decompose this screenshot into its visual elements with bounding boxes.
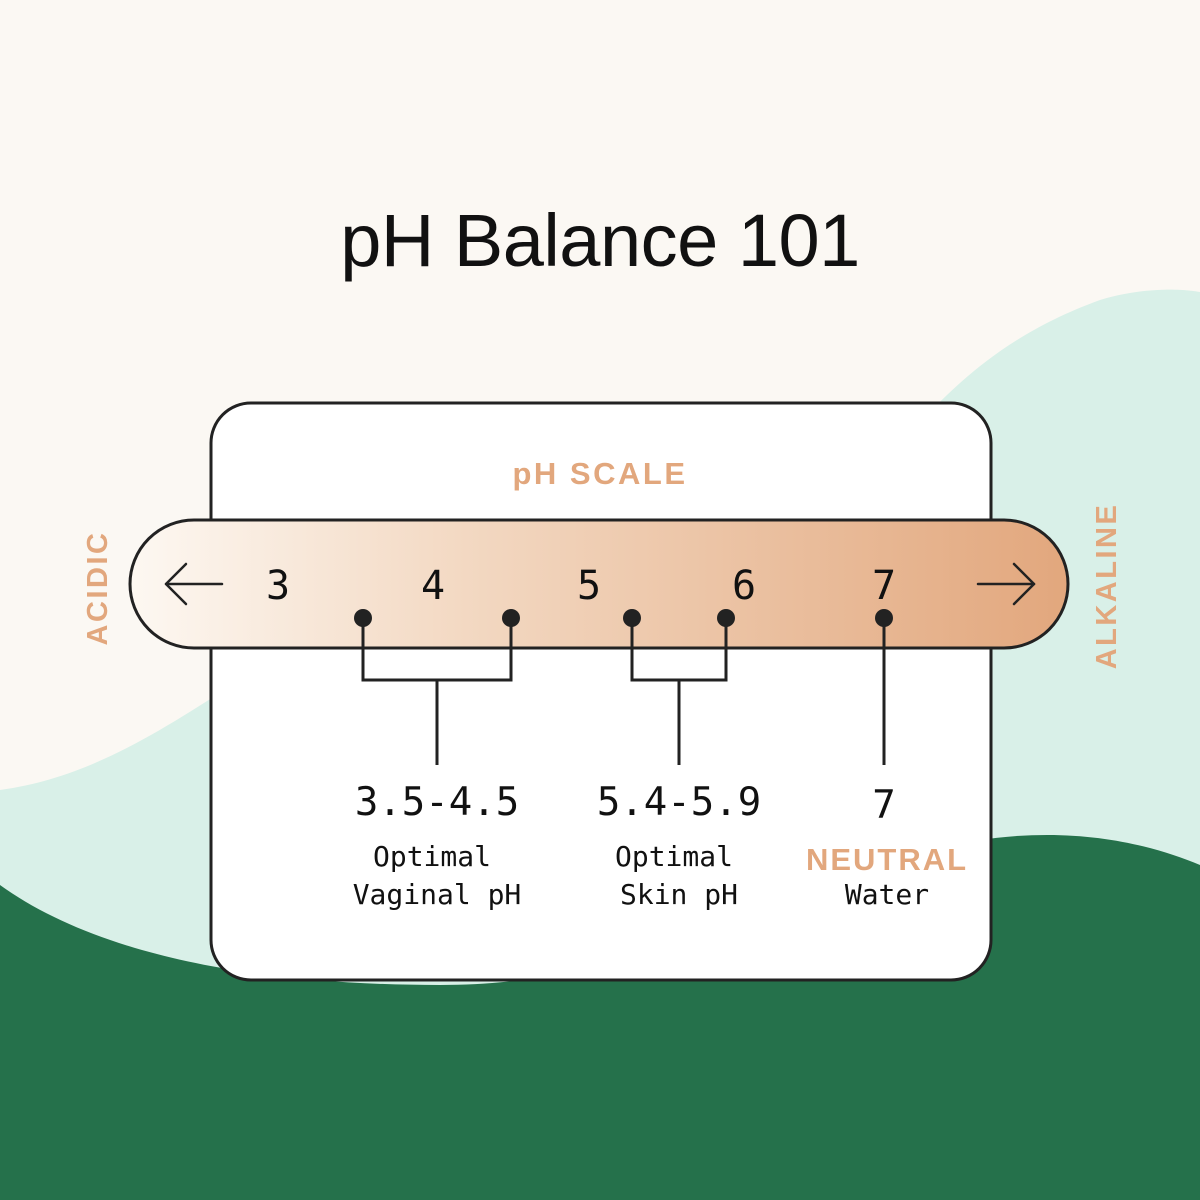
skin-ph-line1: Optimal [615, 840, 733, 873]
vaginal-ph-line1: Optimal [373, 840, 491, 873]
skin-ph-marker-low [623, 609, 641, 627]
scale-label: pH SCALE [513, 456, 688, 491]
vaginal-ph-marker-high [502, 609, 520, 627]
skin-ph-line2: Skin pH [620, 878, 738, 911]
tick-label-6: 6 [732, 563, 756, 609]
acidic-label: ACIDIC [82, 531, 114, 646]
page-title: pH Balance 101 [340, 199, 860, 282]
tick-label-7: 7 [872, 563, 896, 609]
skin-ph-value: 5.4-5.9 [597, 780, 761, 825]
arrow-right-icon [976, 562, 1036, 606]
water-label: Water [845, 878, 929, 911]
neutral-label: NEUTRAL [806, 842, 968, 877]
arrow-left-icon [164, 562, 224, 606]
neutral-value: 7 [872, 783, 895, 828]
vaginal-ph-value: 3.5-4.5 [355, 780, 519, 825]
tick-label-4: 4 [421, 563, 445, 609]
tick-label-3: 3 [266, 563, 290, 609]
skin-ph-marker-high [717, 609, 735, 627]
vaginal-ph-marker-low [354, 609, 372, 627]
skin-ph-bracket [630, 618, 728, 765]
vaginal-ph-line2: Vaginal pH [353, 878, 522, 911]
neutral-marker [875, 609, 893, 627]
vaginal-ph-bracket [361, 618, 513, 765]
alkaline-label: ALKALINE [1091, 503, 1123, 670]
tick-label-5: 5 [577, 563, 601, 609]
